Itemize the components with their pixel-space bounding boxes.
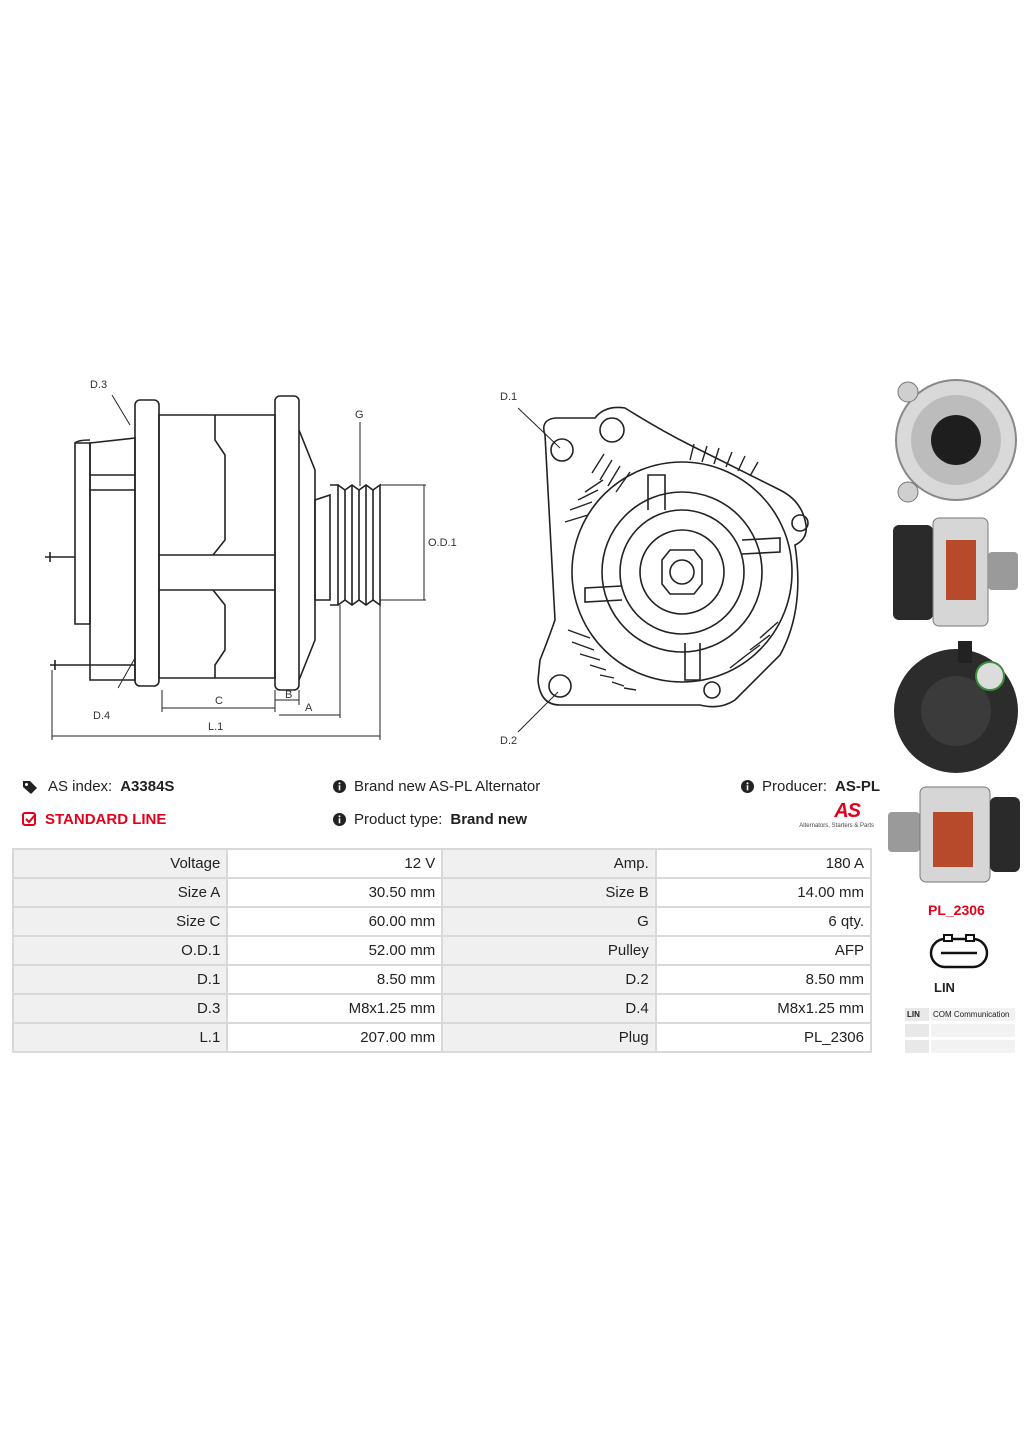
spec-value: 60.00 mm	[226, 906, 444, 937]
producer-label: Producer:	[762, 778, 828, 795]
product-photo-side-rear	[888, 782, 1028, 886]
spec-label: Size C	[11, 906, 229, 937]
producer-value: AS-PL	[835, 778, 881, 795]
info-circle-icon	[333, 780, 346, 793]
brand-new-alternator: Brand new AS-PL Alternator	[333, 778, 540, 795]
as-pl-logo: AS Alternators, Starters & Parts	[790, 801, 874, 829]
label-d1: D.1	[500, 391, 517, 403]
label-d4: D.4	[93, 710, 110, 722]
product-photo-front	[888, 372, 1028, 507]
spec-label: Size B	[441, 877, 657, 908]
plug-type: LIN	[934, 980, 955, 995]
brand-new-alternator-text: Brand new AS-PL Alternator	[354, 778, 541, 795]
spec-value: 8.50 mm	[226, 964, 444, 995]
com-row	[905, 1024, 1015, 1037]
com-row	[905, 1040, 1015, 1053]
label-d3: D.3	[90, 379, 107, 391]
as-index: AS index: A3384S	[22, 778, 174, 795]
spec-value: 180 A	[654, 848, 873, 879]
spec-label: D.2	[441, 964, 657, 995]
product-photo-rear	[888, 636, 1028, 778]
product-photo-side	[888, 510, 1028, 632]
spec-label: D.1	[11, 964, 229, 995]
spec-label: G	[441, 906, 657, 937]
spec-label: Voltage	[11, 848, 229, 879]
spec-value: PL_2306	[654, 1022, 873, 1053]
product-type-label: Product type:	[354, 811, 443, 828]
spec-label: D.4	[441, 993, 657, 1024]
product-type: Product type: Brand new	[333, 811, 527, 828]
spec-label: Size A	[11, 877, 229, 908]
spec-label: Pulley	[441, 935, 657, 966]
spec-label: Amp.	[441, 848, 657, 879]
info-circle-icon	[741, 780, 754, 793]
spec-value: 30.50 mm	[226, 877, 444, 908]
label-l1: L.1	[208, 721, 223, 733]
label-b: B	[285, 689, 292, 701]
standard-line: STANDARD LINE	[22, 811, 166, 828]
spec-value: 8.50 mm	[654, 964, 873, 995]
tags-icon	[23, 780, 37, 794]
spec-label: L.1	[11, 1022, 229, 1053]
product-type-value: Brand new	[450, 811, 528, 828]
logo-tagline: Alternators, Starters & Parts	[799, 823, 874, 829]
spec-value: M8x1.25 mm	[654, 993, 873, 1024]
standard-line-label: STANDARD LINE	[45, 811, 167, 828]
plug-connector-icon	[929, 934, 989, 969]
spec-value: 6 qty.	[654, 906, 873, 937]
logo-mark: AS	[834, 800, 861, 822]
label-g: G	[355, 409, 364, 421]
as-index-label: AS index:	[48, 778, 113, 795]
plug-name: PL_2306	[928, 902, 985, 918]
spec-label: D.3	[11, 993, 229, 1024]
spec-value: AFP	[654, 935, 873, 966]
spec-value: 12 V	[226, 848, 444, 879]
label-d2: D.2	[500, 735, 517, 747]
info-circle-icon	[333, 813, 346, 826]
spec-value: 207.00 mm	[226, 1022, 444, 1053]
technical-drawing: D.3 G O.D.1 D.4 B C A L.1 D.1 D.2	[45, 379, 809, 747]
label-c: C	[215, 695, 223, 707]
spec-label: Plug	[441, 1022, 657, 1053]
spec-value: 52.00 mm	[226, 935, 444, 966]
spec-label: O.D.1	[11, 935, 229, 966]
as-index-value: A3384S	[120, 778, 175, 795]
check-square-icon	[22, 812, 36, 826]
spec-value: M8x1.25 mm	[226, 993, 444, 1024]
producer: Producer: AS-PL	[741, 778, 880, 795]
label-od1: O.D.1	[428, 537, 457, 549]
spec-value: 14.00 mm	[654, 877, 873, 908]
label-a: A	[305, 702, 313, 714]
